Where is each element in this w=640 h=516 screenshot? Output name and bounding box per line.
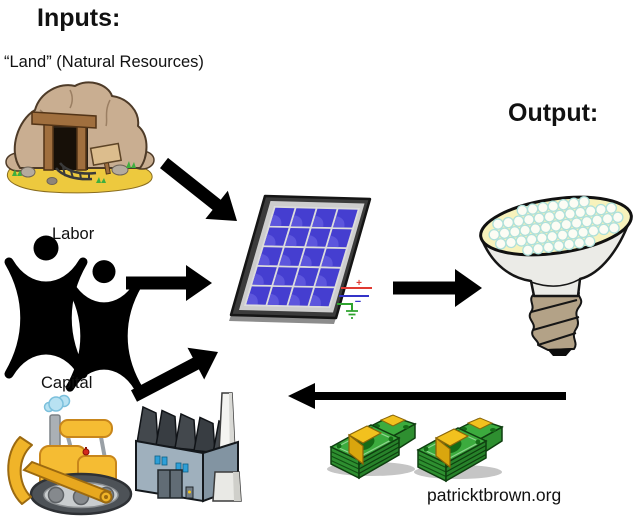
solar-cell-highlight bbox=[306, 235, 318, 247]
bulb-face bbox=[479, 195, 633, 257]
factory-icon bbox=[135, 392, 242, 503]
solar-cell-highlight bbox=[327, 235, 339, 248]
led-dot bbox=[563, 238, 575, 251]
solar-cell-highlight bbox=[246, 293, 258, 305]
solar-cell-highlight bbox=[291, 215, 303, 227]
panel-wires: + − bbox=[337, 278, 372, 319]
solar-cells bbox=[246, 207, 358, 307]
labor-label: Labor bbox=[52, 225, 95, 243]
arrow-capital-to-panel bbox=[131, 347, 218, 402]
solar-cell-highlight bbox=[270, 214, 282, 226]
led-dot bbox=[494, 238, 507, 250]
roof-tooth bbox=[174, 412, 197, 451]
led-dot bbox=[522, 244, 534, 256]
led-dot bbox=[605, 202, 618, 214]
arrow-panel-to-output bbox=[393, 269, 482, 307]
led-dot bbox=[532, 242, 544, 255]
solar-cell-highlight bbox=[258, 254, 270, 266]
led-dot bbox=[542, 241, 555, 254]
mine-sign bbox=[89, 142, 123, 175]
solar-cell-highlight bbox=[267, 293, 279, 305]
solar-cell-highlight bbox=[300, 254, 312, 267]
led-dot bbox=[608, 222, 620, 234]
arrow-land-to-panel bbox=[160, 157, 237, 221]
capital-label: Capital bbox=[41, 374, 93, 392]
solar-cell-highlight bbox=[294, 274, 306, 286]
led-dot bbox=[597, 223, 610, 236]
led-dot bbox=[578, 196, 590, 208]
solar-cell-highlight bbox=[309, 294, 321, 306]
roof-tooth bbox=[193, 416, 216, 454]
roof-tooth bbox=[155, 409, 178, 449]
attribution-text: patricktbrown.org bbox=[427, 485, 562, 505]
output-title: Output: bbox=[508, 99, 599, 127]
worker-figure bbox=[9, 236, 83, 375]
led-bulb-icon bbox=[479, 195, 633, 356]
led-dots bbox=[488, 196, 624, 256]
wire-negative-label: − bbox=[355, 296, 361, 308]
solar-cell-highlight bbox=[333, 216, 345, 228]
inputs-title: Inputs: bbox=[37, 4, 121, 32]
solar-panel-icon: + − bbox=[229, 194, 372, 324]
arrow-labor-to-panel bbox=[126, 265, 212, 301]
money-stacks-icon bbox=[326, 414, 503, 482]
solar-cell-highlight bbox=[264, 234, 276, 246]
flow-arrows bbox=[126, 157, 566, 409]
solar-cell-highlight bbox=[321, 255, 333, 267]
led-dot bbox=[573, 237, 586, 249]
led-dot bbox=[553, 240, 565, 252]
solar-cell-highlight bbox=[252, 273, 264, 285]
led-dot bbox=[587, 225, 600, 237]
solar-cell-highlight bbox=[273, 274, 285, 286]
led-dot bbox=[505, 236, 517, 249]
bulldozer-icon bbox=[7, 394, 133, 516]
mine-icon bbox=[5, 81, 155, 194]
land-label: “Land” (Natural Resources) bbox=[4, 53, 204, 71]
money-stack-1 bbox=[326, 414, 416, 479]
money-stack-2 bbox=[413, 417, 503, 482]
workers-icon bbox=[9, 236, 138, 388]
solar-cell-highlight bbox=[285, 234, 297, 247]
led-dot bbox=[612, 211, 624, 224]
led-dot bbox=[583, 235, 596, 248]
wire-positive-label: + bbox=[356, 278, 362, 289]
solar-cell-highlight bbox=[279, 254, 291, 266]
solar-cell-highlight bbox=[315, 275, 327, 287]
roof-tooth bbox=[136, 405, 159, 446]
arrow-money-back bbox=[288, 383, 566, 409]
solar-cell-highlight bbox=[312, 215, 324, 227]
solar-cell-highlight bbox=[288, 294, 300, 306]
